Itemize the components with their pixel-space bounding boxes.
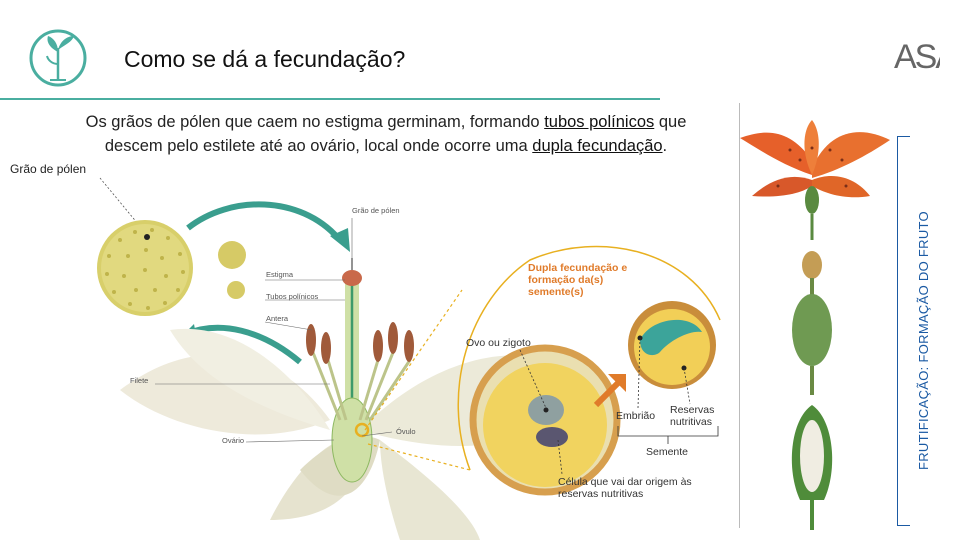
header-divider [0, 98, 660, 100]
label-ovulo: Óvulo [396, 427, 416, 436]
label-embriao: Embrião [616, 410, 656, 422]
label-tubos-polinicos: Tubos polínicos [266, 292, 319, 301]
label-semente: Semente [646, 446, 689, 458]
page-title: Como se dá a fecundação? [124, 46, 406, 72]
label-grao-de-polen: Grão de pólen [352, 206, 400, 215]
intro-text-middle: que descem pelo estilete até ao ovário, … [104, 113, 687, 155]
label-filete: Filete [130, 376, 149, 385]
label-ovario: Ovário [222, 436, 245, 445]
logo [20, 0, 92, 95]
label-estigma: Estigma [266, 270, 294, 279]
pollen-grain-label: Grão de pólen [10, 162, 87, 176]
seedling-icon [20, 0, 92, 95]
pollen-grain-large [97, 220, 193, 316]
intro-paragraph: Os grãos de pólen que caem no estigma ge… [66, 110, 706, 158]
label-celula-reservas: Célula que vai dar origem às reservas nu… [558, 476, 692, 500]
link-tubos-polinicos: tubos polínicos [544, 113, 655, 131]
section-divider [739, 103, 740, 528]
link-dupla-fecundacao: dupla fecundação [532, 137, 663, 155]
label-ovo-zigoto: Ovo ou zigoto [466, 337, 531, 349]
svg-text:ASA: ASA [894, 38, 940, 74]
side-section-label: FRUTIFICAÇÃO: FORMAÇÃO DO FRUTO [916, 211, 931, 470]
mature-fruit-section [791, 405, 833, 530]
label-dupla-fecundacao: Dupla fecundação e formação da(s) sement… [528, 262, 628, 298]
developing-fruit [792, 251, 832, 395]
label-antera: Antera [266, 314, 289, 323]
brand-logo: ASA [894, 38, 940, 74]
intro-text-after: . [662, 137, 668, 155]
side-bracket [897, 136, 910, 526]
intro-text-before: Os grãos de pólen que caem no estigma ge… [85, 113, 545, 131]
label-reservas-nutritivas: Reservas nutritivas [670, 404, 715, 428]
lily-flower [740, 120, 890, 240]
